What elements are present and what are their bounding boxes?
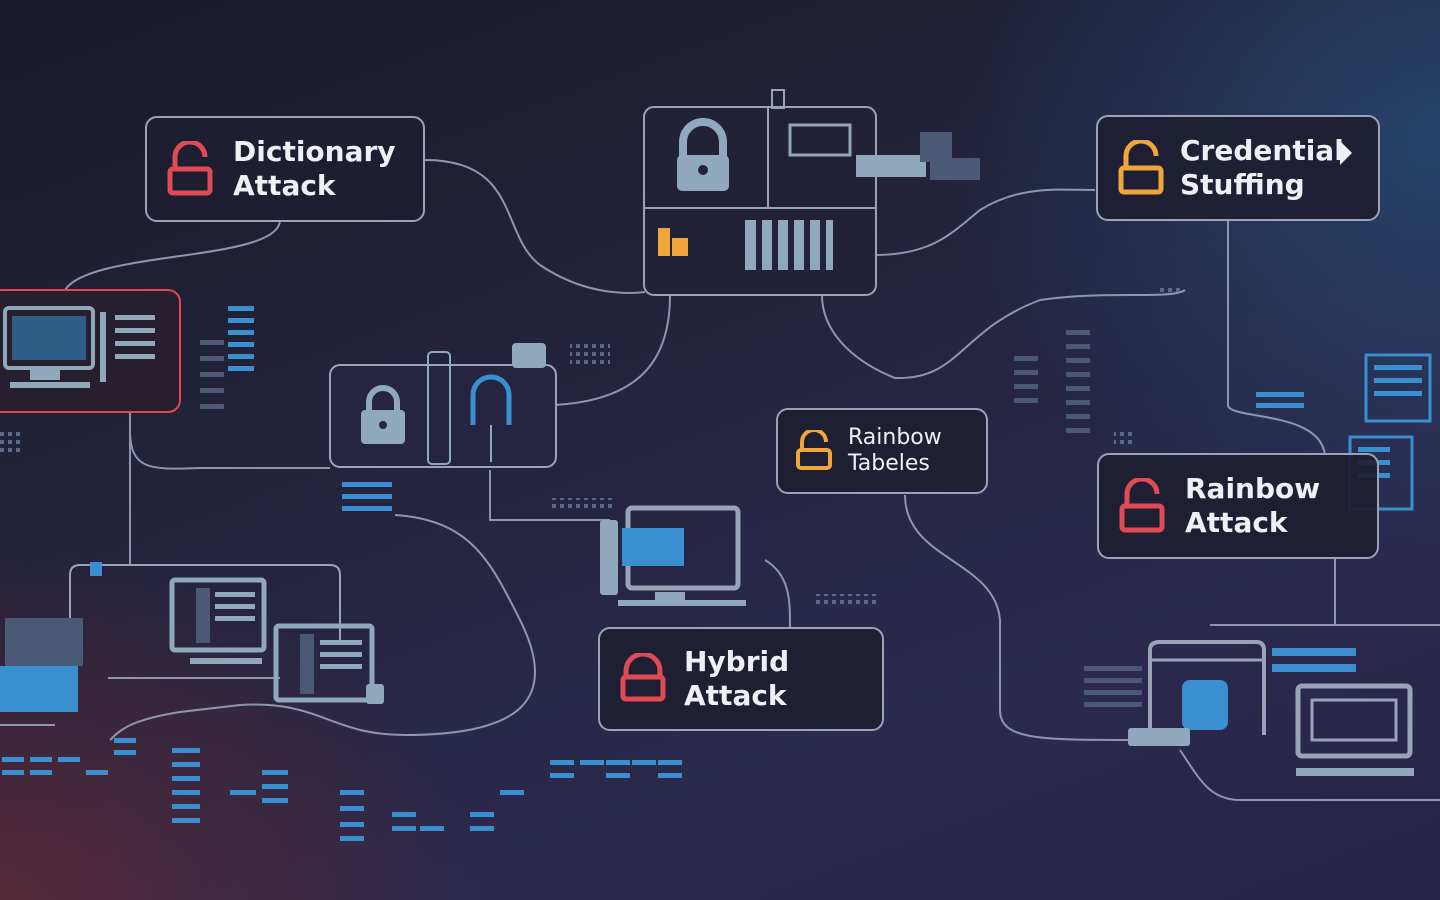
node-label-line2: Stuffing <box>1180 168 1305 201</box>
node-label-line1: Rainbow <box>848 424 942 450</box>
top-center-server-panel <box>643 89 980 296</box>
node-dictionary-attack: Dictionary Attack <box>145 116 425 222</box>
node-hybrid-attack: Hybrid Attack <box>598 627 884 731</box>
connection-lines <box>0 159 1440 801</box>
center-monitor <box>600 505 746 606</box>
unlocked-padlock-icon <box>167 141 213 196</box>
play-arrow-icon <box>1340 141 1352 165</box>
unlocked-padlock-icon <box>1118 140 1164 195</box>
node-label-line1: Hybrid <box>684 645 790 679</box>
unlocked-padlock-icon <box>796 430 832 470</box>
node-credential-stuffing: Credential Stuffing <box>1096 115 1380 221</box>
middle-lock-panel <box>329 343 557 468</box>
dot-grids <box>0 284 1180 608</box>
node-label-line1: Rainbow <box>1185 472 1321 506</box>
unlocked-padlock-icon <box>620 653 666 702</box>
node-rainbow-tables: Rainbow Tabeles <box>776 408 988 494</box>
unlocked-padlock-icon <box>1119 478 1165 533</box>
left-monitor-panel <box>0 289 181 413</box>
data-blocks <box>2 306 1142 841</box>
node-label-line2: Attack <box>233 169 336 202</box>
node-label-line2: Tabeles <box>848 451 930 476</box>
node-label-line2: Attack <box>1185 506 1288 539</box>
node-rainbow-attack: Rainbow Attack <box>1097 453 1379 559</box>
left-bottom-workstations <box>0 562 384 712</box>
node-label-line1: Credential <box>1180 134 1344 168</box>
node-label-line2: Attack <box>684 679 787 712</box>
right-bottom-station <box>1128 640 1414 776</box>
node-label-line1: Dictionary <box>233 135 396 169</box>
